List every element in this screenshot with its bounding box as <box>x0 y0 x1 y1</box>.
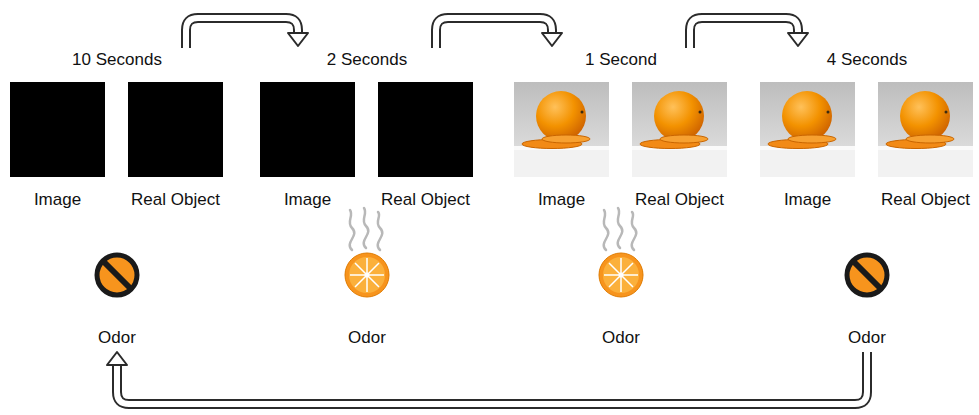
panel-label: Image <box>784 190 831 210</box>
arrow-body <box>117 352 867 404</box>
panel-label: Real Object <box>381 190 470 210</box>
stage-column: 1 SecondImage Real ObjectOdor <box>512 48 730 348</box>
orange-odor-icon <box>345 253 389 297</box>
odor-indicator: Odor <box>77 248 157 348</box>
panel-label: Real Object <box>881 190 970 210</box>
stimulus-panel: Image <box>260 82 355 210</box>
orange-image <box>760 82 855 177</box>
arrow-outline <box>117 352 867 404</box>
blank-image <box>260 82 355 177</box>
stimulus-panel: Real Object <box>632 82 727 210</box>
stage-column: 10 SecondsImage Real ObjectOdor <box>8 48 226 348</box>
odor-label: Odor <box>848 328 886 348</box>
panel-label: Image <box>34 190 81 210</box>
panel-label: Real Object <box>635 190 724 210</box>
duration-label: 2 Seconds <box>327 50 407 70</box>
panel-label: Image <box>284 190 331 210</box>
no-odor-icon <box>97 255 137 295</box>
panel-label: Real Object <box>131 190 220 210</box>
panel-label: Image <box>538 190 585 210</box>
stimulus-panel: Image <box>514 82 609 210</box>
cycle-arrow <box>436 18 562 48</box>
duration-label: 10 Seconds <box>72 50 162 70</box>
stimulus-panel: Real Object <box>378 82 473 210</box>
stimulus-panel: Real Object <box>128 82 223 210</box>
arrow-body <box>690 18 798 48</box>
arrow-head <box>288 33 308 46</box>
cycle-arrow <box>107 352 867 404</box>
stimulus-panel: Real Object <box>878 82 973 210</box>
arrow-outline <box>436 18 552 48</box>
duration-label: 1 Second <box>585 50 657 70</box>
odor-label: Odor <box>98 328 136 348</box>
stimulus-panel: Image <box>10 82 105 210</box>
cycle-arrow <box>186 18 308 48</box>
blank-image <box>10 82 105 177</box>
arrow-body <box>436 18 552 48</box>
blank-object <box>378 82 473 177</box>
odor-indicator: Odor <box>581 248 661 348</box>
odor-label: Odor <box>348 328 386 348</box>
arrow-body <box>186 18 298 48</box>
arrow-outline <box>186 18 298 48</box>
stage-column: 2 SecondsImage Real ObjectOdor <box>258 48 476 348</box>
duration-label: 4 Seconds <box>827 50 907 70</box>
no-odor-icon <box>847 255 887 295</box>
arrow-head <box>107 352 127 365</box>
orange-object <box>878 82 973 177</box>
stage-column: 4 SecondsImage Real ObjectOdor <box>758 48 976 348</box>
orange-odor-icon <box>599 253 643 297</box>
blank-object <box>128 82 223 177</box>
orange-object <box>632 82 727 177</box>
odor-steam <box>350 208 637 250</box>
stimulus-panel: Image <box>760 82 855 210</box>
orange-image <box>514 82 609 177</box>
arrow-head <box>788 33 808 46</box>
odor-indicator: Odor <box>327 248 407 348</box>
arrow-head <box>542 33 562 46</box>
arrow-outline <box>690 18 798 48</box>
cycle-arrow <box>690 18 808 48</box>
odor-indicator: Odor <box>827 248 907 348</box>
odor-label: Odor <box>602 328 640 348</box>
